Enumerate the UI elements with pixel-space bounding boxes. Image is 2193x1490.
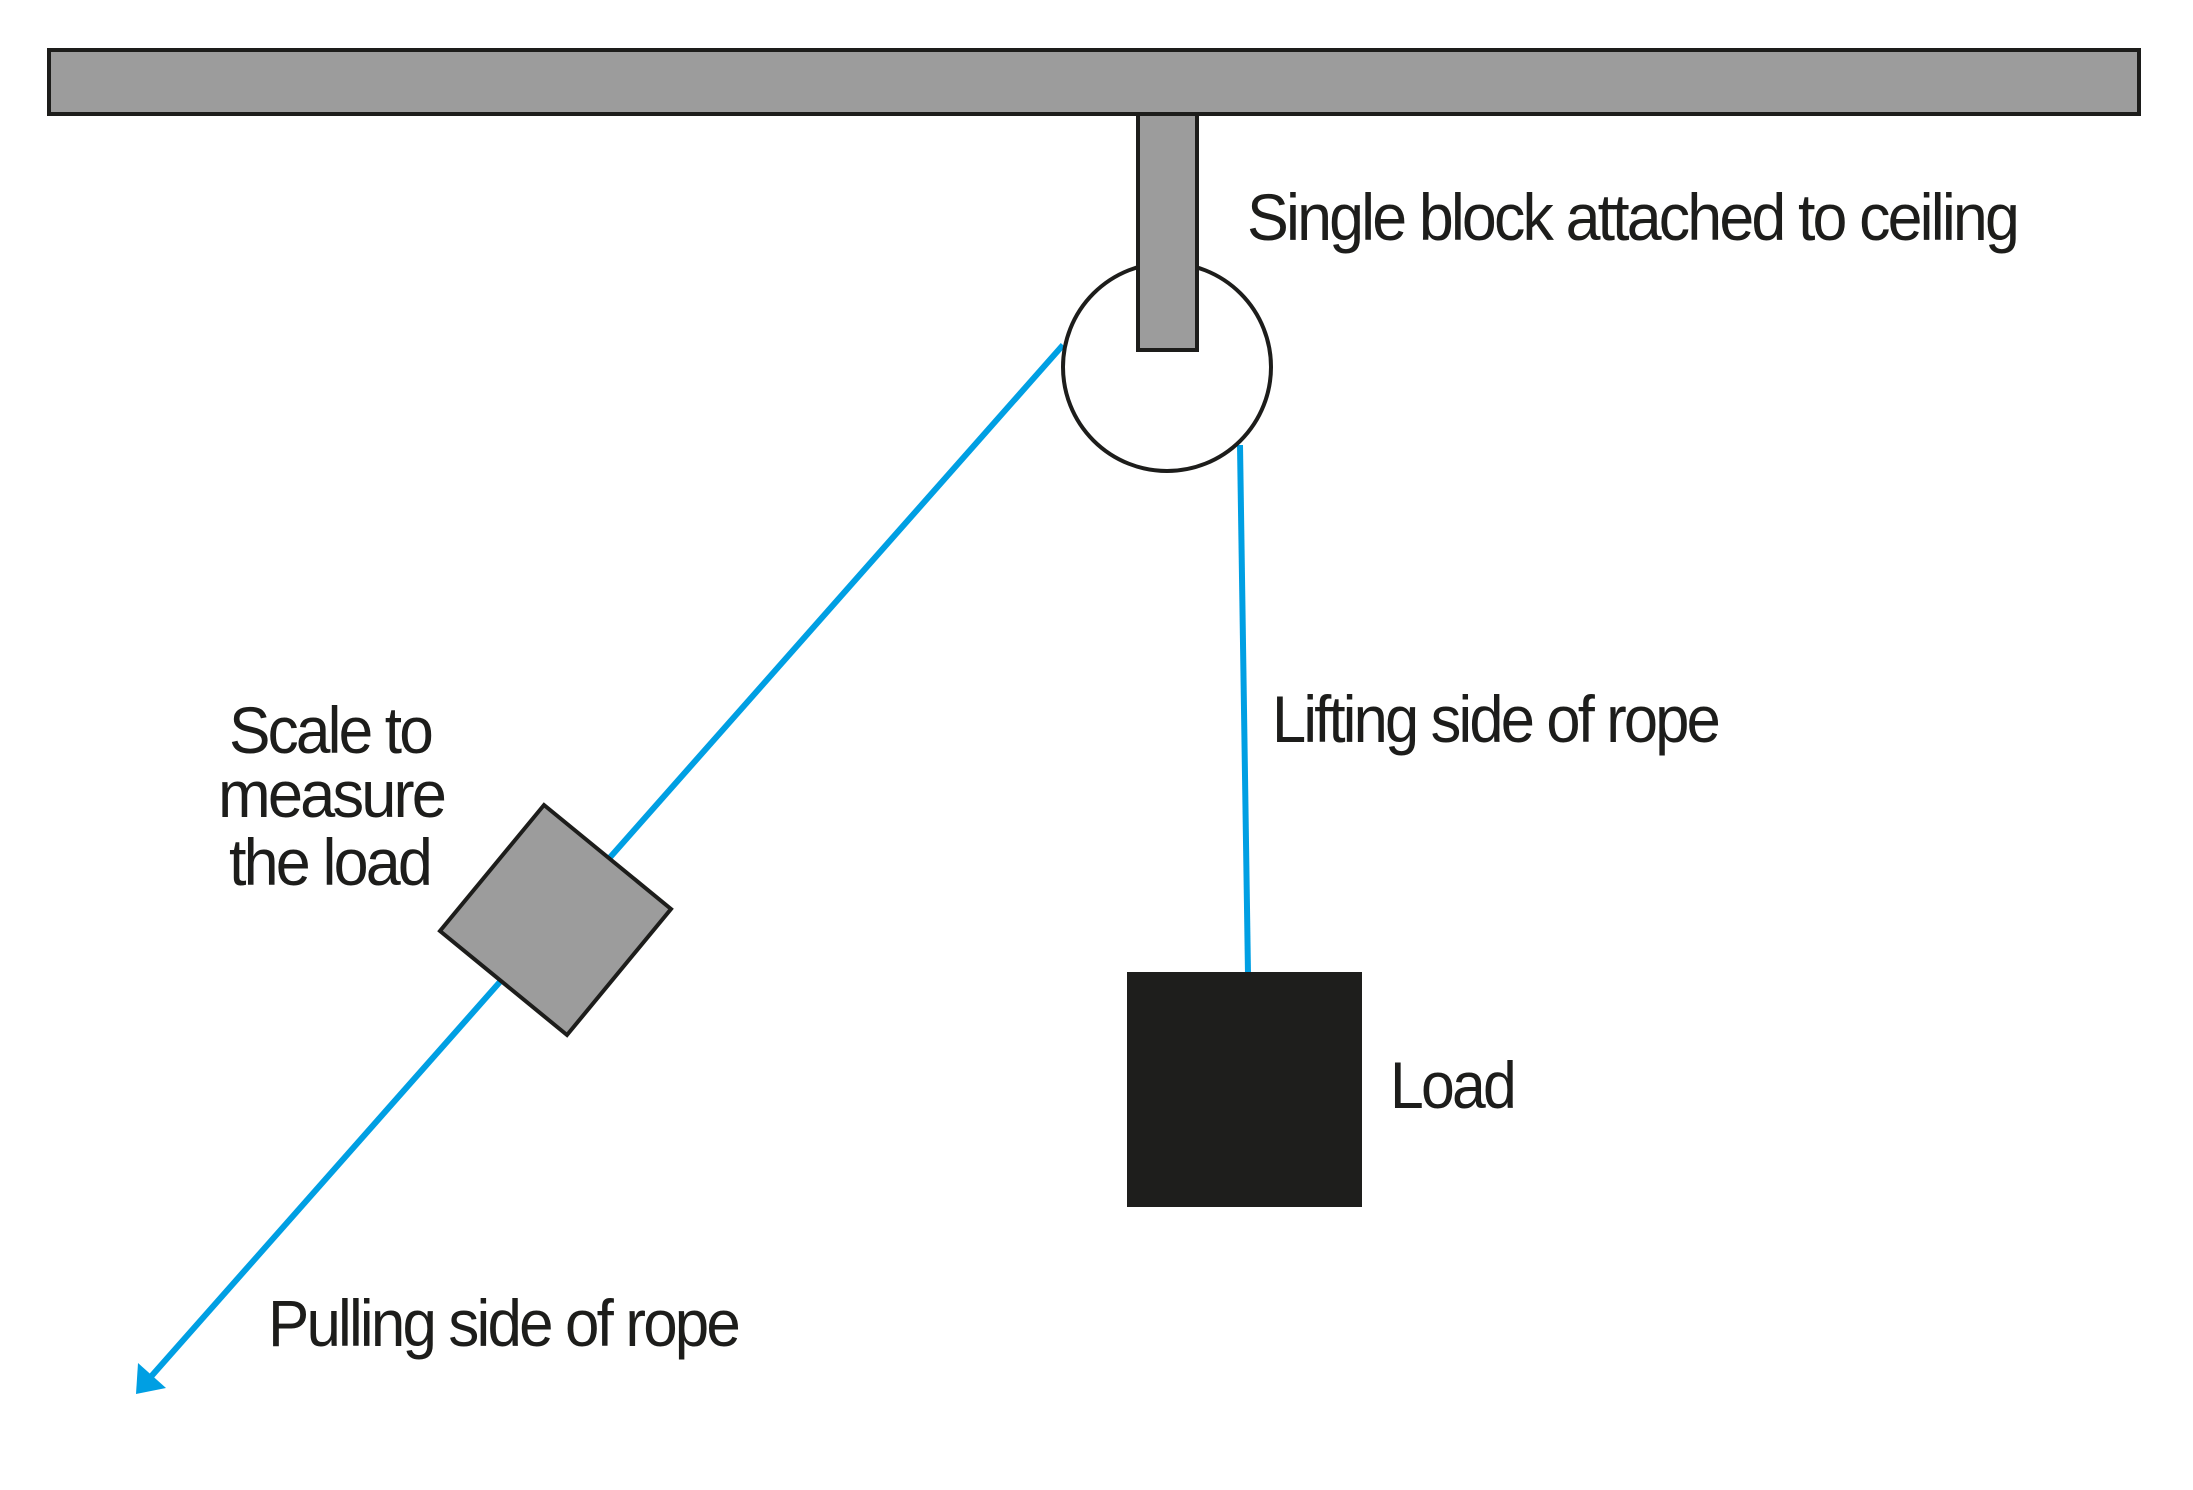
pulley-mount <box>1136 112 1199 352</box>
load-block <box>1127 972 1362 1207</box>
lifting-rope-label: Lifting side of rope <box>1272 682 1718 756</box>
scale-label-line-2: measure <box>218 757 444 831</box>
pulley-label: Single block attached to ceiling <box>1247 180 2017 254</box>
scale-label-line-1: Scale to <box>229 693 431 767</box>
load-label: Load <box>1390 1048 1514 1122</box>
lifting-rope <box>1237 444 1251 975</box>
arrow-head-icon <box>136 1363 166 1394</box>
scale-device <box>437 802 674 1038</box>
pulling-rope-label: Pulling side of rope <box>268 1286 738 1360</box>
ceiling-beam <box>47 48 2141 116</box>
scale-label-line-3: the load <box>229 825 430 899</box>
